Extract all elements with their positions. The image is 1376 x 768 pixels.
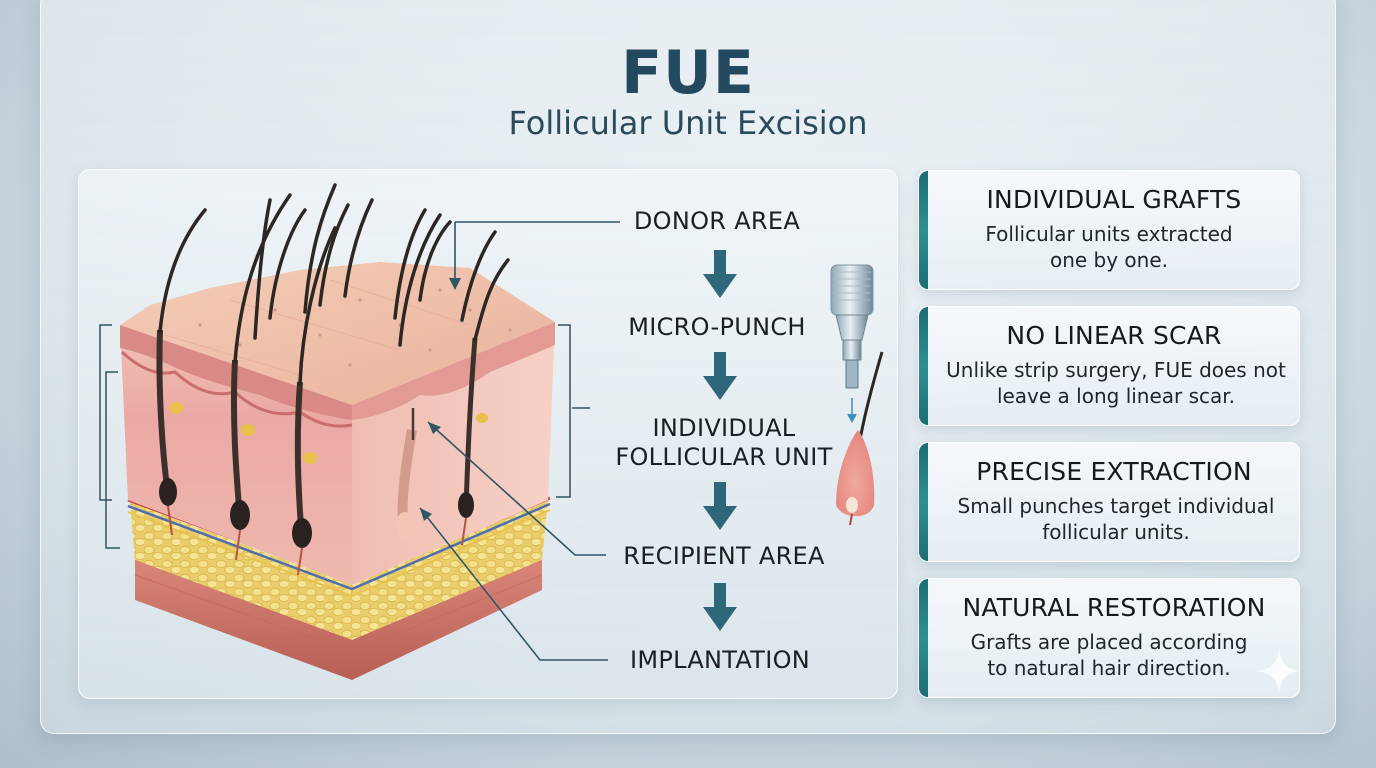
- step-donor-area: DONOR AREA: [633, 207, 801, 235]
- info-card-precise-extraction: PRECISE EXTRACTION Small punches target …: [918, 442, 1300, 562]
- sparkle-icon: [1256, 648, 1302, 694]
- extracted-graft-icon: [836, 351, 884, 526]
- page-title: FUE: [621, 38, 755, 108]
- card-body: Unlike strip surgery, FUE does not leave…: [946, 358, 1286, 408]
- card-title: NATURAL RESTORATION: [962, 593, 1266, 622]
- card-title: NO LINEAR SCAR: [1006, 321, 1222, 350]
- card-title: PRECISE EXTRACTION: [976, 457, 1252, 486]
- page-subtitle: Follicular Unit Excision: [508, 104, 868, 142]
- card-accent-bar: [919, 443, 928, 561]
- step-micro-punch: MICRO-PUNCH: [628, 313, 806, 341]
- arrow-down-icon: [703, 583, 737, 631]
- step-individual-follicular-unit: INDIVIDUAL FOLLICULAR UNIT: [615, 414, 833, 471]
- card-accent-bar: [919, 171, 928, 289]
- info-card-no-linear-scar: NO LINEAR SCAR Unlike strip surgery, FUE…: [918, 306, 1300, 426]
- info-card-individual-grafts: INDIVIDUAL GRAFTS Follicular units extra…: [918, 170, 1300, 290]
- step-recipient-area: RECIPIENT AREA: [623, 542, 825, 570]
- micro-punch-tool-icon: [830, 264, 874, 423]
- card-body: Small punches target individual follicul…: [957, 494, 1275, 544]
- card-accent-bar: [919, 579, 928, 697]
- card-body: Follicular units extracted one by one.: [985, 222, 1233, 272]
- card-body: Grafts are placed according to natural h…: [970, 630, 1248, 680]
- arrow-down-icon: [703, 250, 737, 298]
- step-implantation: IMPLANTATION: [629, 646, 811, 674]
- card-title: INDIVIDUAL GRAFTS: [986, 185, 1242, 214]
- info-card-natural-restoration: NATURAL RESTORATION Grafts are placed ac…: [918, 578, 1300, 698]
- card-accent-bar: [919, 307, 928, 425]
- arrow-down-icon: [703, 352, 737, 400]
- arrow-down-icon: [703, 482, 737, 530]
